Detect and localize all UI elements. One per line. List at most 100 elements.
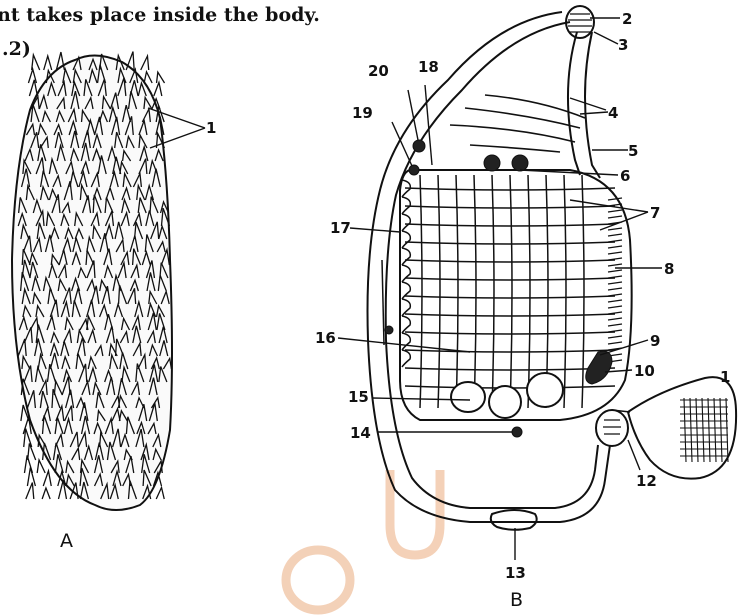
arcs-4 <box>450 95 585 152</box>
grid-vertical <box>438 175 440 408</box>
hatch-line <box>608 210 622 212</box>
hatch-line <box>608 300 622 302</box>
label-b-14: 14 <box>350 424 371 442</box>
spine <box>37 460 45 473</box>
label-b-7: 7 <box>650 204 660 222</box>
hatch-line <box>608 330 622 332</box>
label-b-16: 16 <box>315 329 336 347</box>
label-b-17: 17 <box>330 219 351 237</box>
hatch-line <box>608 318 622 320</box>
eggs-15 <box>451 373 563 418</box>
coiled-tubules <box>402 180 410 367</box>
label-b-2: 2 <box>622 10 632 28</box>
spine <box>42 488 50 499</box>
label-b-18: 18 <box>418 58 439 76</box>
label-b-3: 3 <box>618 36 628 54</box>
structure-12 <box>596 410 628 446</box>
hatch-line <box>608 312 622 314</box>
label-a-1: 1 <box>206 119 216 137</box>
spine <box>157 72 165 83</box>
hatch-line <box>608 216 622 218</box>
grid-horizontal <box>405 314 615 316</box>
grid-vertical <box>474 175 476 408</box>
coil <box>402 214 410 231</box>
hatch-line <box>608 246 622 248</box>
coil <box>402 333 410 350</box>
spine <box>44 56 52 70</box>
grid-vertical <box>420 175 422 408</box>
label-b-1: 1 <box>720 368 730 386</box>
watermark <box>286 470 440 610</box>
dark-organ-9 <box>586 351 612 384</box>
apical-organ <box>566 6 594 38</box>
label-b-20: 20 <box>368 62 389 80</box>
label-b-19: 19 <box>352 104 373 122</box>
label-b-15: 15 <box>348 388 369 406</box>
grid-horizontal <box>405 350 615 352</box>
spine <box>28 69 36 83</box>
left-duct <box>382 260 384 345</box>
coil <box>402 350 410 367</box>
grid-vertical <box>528 175 530 408</box>
label-b-10: 10 <box>634 362 655 380</box>
grid-horizontal <box>405 260 615 262</box>
spine <box>144 72 152 83</box>
hatch-line <box>608 342 622 344</box>
label-b-12: 12 <box>636 472 657 490</box>
gonad-grid <box>405 175 615 408</box>
hatch-line <box>608 276 622 278</box>
grid-horizontal <box>405 224 615 226</box>
hatch-line <box>608 294 622 296</box>
hatch-line <box>608 258 622 260</box>
figure-a: 1 A <box>12 52 216 552</box>
hatch-line <box>608 240 622 242</box>
outer-tube <box>368 12 611 522</box>
grid-vertical <box>564 175 566 408</box>
hatch-line <box>608 252 622 254</box>
dark-body-6b <box>512 155 528 171</box>
spine <box>27 467 35 486</box>
grid-vertical <box>510 175 512 408</box>
coil <box>402 231 410 248</box>
left-duct-dot <box>385 326 393 334</box>
dark-dot-20 <box>413 140 425 152</box>
grid-vertical <box>492 175 494 408</box>
label-b-5: 5 <box>628 142 638 160</box>
coil <box>402 248 410 265</box>
hatch-line <box>608 264 622 266</box>
grid-horizontal <box>405 278 615 280</box>
grid-horizontal <box>405 206 615 208</box>
dark-body-6a <box>484 155 500 171</box>
grid-horizontal <box>405 242 615 244</box>
label-b-4: 4 <box>608 104 618 122</box>
label-b-6: 6 <box>620 167 630 185</box>
spine <box>43 471 51 486</box>
label-b-8: 8 <box>664 260 674 278</box>
watermark-letter-o <box>286 550 350 610</box>
hatch-line <box>608 282 622 284</box>
hatch-line <box>608 306 622 308</box>
spine <box>156 487 164 499</box>
label-b-9: 9 <box>650 332 660 350</box>
grid-horizontal <box>405 296 615 298</box>
base-structure-13 <box>491 510 537 530</box>
figure-a-caption: A <box>60 530 73 552</box>
dark-dot-14 <box>512 427 522 437</box>
grid-vertical <box>456 175 458 408</box>
hatch-line <box>608 336 622 338</box>
figure-b-caption: B <box>510 589 523 611</box>
hatch-line <box>608 234 622 236</box>
hatch-line <box>608 198 622 200</box>
coil <box>402 265 410 282</box>
grid-horizontal <box>405 332 615 334</box>
pharynx-tube <box>568 32 580 175</box>
spine <box>141 56 149 70</box>
figure-b <box>338 6 736 560</box>
grid-vertical <box>582 175 584 408</box>
hatch-line <box>608 270 622 272</box>
label-b-13: 13 <box>505 564 526 582</box>
hatch-line <box>608 228 622 230</box>
dark-dot-19 <box>409 165 419 175</box>
spine <box>154 82 162 96</box>
